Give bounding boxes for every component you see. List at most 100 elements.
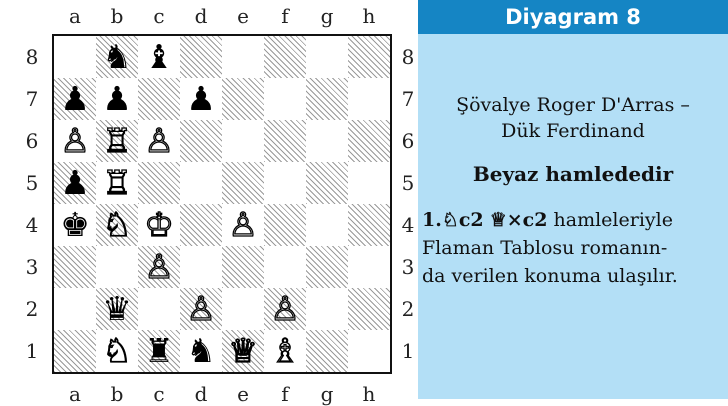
white-king-icon: ♔ — [138, 204, 180, 246]
file-label-bottom: h — [348, 384, 390, 404]
square-e2 — [222, 288, 264, 330]
square-g7 — [306, 78, 348, 120]
black-king-icon: ♚ — [54, 204, 96, 246]
file-label-top: g — [306, 6, 348, 26]
file-label-bottom: b — [96, 384, 138, 404]
square-g6 — [306, 120, 348, 162]
black-rook-icon: ♜ — [138, 330, 180, 372]
white-queen-icon: ♕ — [222, 330, 264, 372]
side-to-move: Beyaz hamlededir — [418, 162, 728, 186]
rank-label-right: 5 — [396, 173, 420, 193]
square-a2 — [54, 288, 96, 330]
info-panel: Diyagram 8 Şövalye Roger D'Arras – Dük F… — [418, 0, 728, 399]
square-h5 — [348, 162, 390, 204]
diagram-title: Diyagram 8 — [418, 0, 728, 34]
square-g4 — [306, 204, 348, 246]
square-f3 — [264, 246, 306, 288]
square-a1 — [54, 330, 96, 372]
black-bishop-icon: ♝ — [138, 36, 180, 78]
square-h7 — [348, 78, 390, 120]
square-f8 — [264, 36, 306, 78]
file-label-top: b — [96, 6, 138, 26]
file-label-top: h — [348, 6, 390, 26]
square-g3 — [306, 246, 348, 288]
file-label-top: f — [264, 6, 306, 26]
rank-label-right: 2 — [396, 299, 420, 319]
white-rook-icon: ♖ — [96, 162, 138, 204]
black-pawn-icon: ♟ — [180, 78, 222, 120]
square-e5 — [222, 162, 264, 204]
square-h8 — [348, 36, 390, 78]
file-label-bottom: c — [138, 384, 180, 404]
square-e3 — [222, 246, 264, 288]
square-f4 — [264, 204, 306, 246]
rank-label-left: 6 — [20, 131, 44, 151]
move-2: ♕×c2 — [490, 209, 548, 231]
players-line-1: Şövalye Roger D'Arras – — [418, 92, 728, 118]
white-pawn-icon: ♙ — [138, 120, 180, 162]
square-h2 — [348, 288, 390, 330]
square-f5 — [264, 162, 306, 204]
note-line-2: Flaman Tablosu romanın- — [422, 234, 728, 262]
square-g1 — [306, 330, 348, 372]
black-knight-icon: ♞ — [180, 330, 222, 372]
square-a3 — [54, 246, 96, 288]
rank-label-left: 7 — [20, 89, 44, 109]
move-notes: 1.♘c2 ♕×c2 hamleleriyle Flaman Tablosu r… — [422, 206, 728, 290]
square-d4 — [180, 204, 222, 246]
black-pawn-icon: ♟ — [96, 78, 138, 120]
square-c7 — [138, 78, 180, 120]
square-e6 — [222, 120, 264, 162]
square-h3 — [348, 246, 390, 288]
note-line-1: 1.♘c2 ♕×c2 hamleleriyle — [422, 206, 728, 234]
square-g5 — [306, 162, 348, 204]
square-g8 — [306, 36, 348, 78]
square-a8 — [54, 36, 96, 78]
rank-label-right: 1 — [396, 341, 420, 361]
move-1: 1.♘c2 — [422, 209, 484, 231]
black-queen-icon: ♛ — [96, 288, 138, 330]
white-pawn-icon: ♙ — [138, 246, 180, 288]
white-knight-icon: ♘ — [96, 204, 138, 246]
rank-label-right: 3 — [396, 257, 420, 277]
file-label-top: d — [180, 6, 222, 26]
rank-label-right: 4 — [396, 215, 420, 235]
file-label-bottom: a — [54, 384, 96, 404]
square-f6 — [264, 120, 306, 162]
note-line-3: da verilen konuma ulaşılır. — [422, 262, 728, 290]
rank-label-left: 4 — [20, 215, 44, 235]
rank-label-right: 6 — [396, 131, 420, 151]
white-knight-icon: ♘ — [96, 330, 138, 372]
square-b3 — [96, 246, 138, 288]
black-pawn-icon: ♟ — [54, 162, 96, 204]
rank-label-right: 7 — [396, 89, 420, 109]
white-pawn-icon: ♙ — [264, 288, 306, 330]
rank-label-left: 3 — [20, 257, 44, 277]
square-g2 — [306, 288, 348, 330]
file-label-bottom: e — [222, 384, 264, 404]
file-label-bottom: g — [306, 384, 348, 404]
square-h6 — [348, 120, 390, 162]
rank-label-left: 1 — [20, 341, 44, 361]
rank-label-left: 5 — [20, 173, 44, 193]
rank-label-right: 8 — [396, 47, 420, 67]
square-c5 — [138, 162, 180, 204]
players-line-2: Dük Ferdinand — [418, 118, 728, 144]
square-d6 — [180, 120, 222, 162]
white-pawn-icon: ♙ — [54, 120, 96, 162]
square-c2 — [138, 288, 180, 330]
players-caption: Şövalye Roger D'Arras – Dük Ferdinand — [418, 92, 728, 144]
square-d3 — [180, 246, 222, 288]
square-e7 — [222, 78, 264, 120]
white-pawn-icon: ♙ — [222, 204, 264, 246]
square-h4 — [348, 204, 390, 246]
rank-label-left: 2 — [20, 299, 44, 319]
white-bishop-icon: ♗ — [264, 330, 306, 372]
file-label-top: c — [138, 6, 180, 26]
note-text: hamleleriyle — [547, 209, 672, 231]
square-h1 — [348, 330, 390, 372]
square-f7 — [264, 78, 306, 120]
file-label-top: e — [222, 6, 264, 26]
file-label-top: a — [54, 6, 96, 26]
black-knight-icon: ♞ — [96, 36, 138, 78]
